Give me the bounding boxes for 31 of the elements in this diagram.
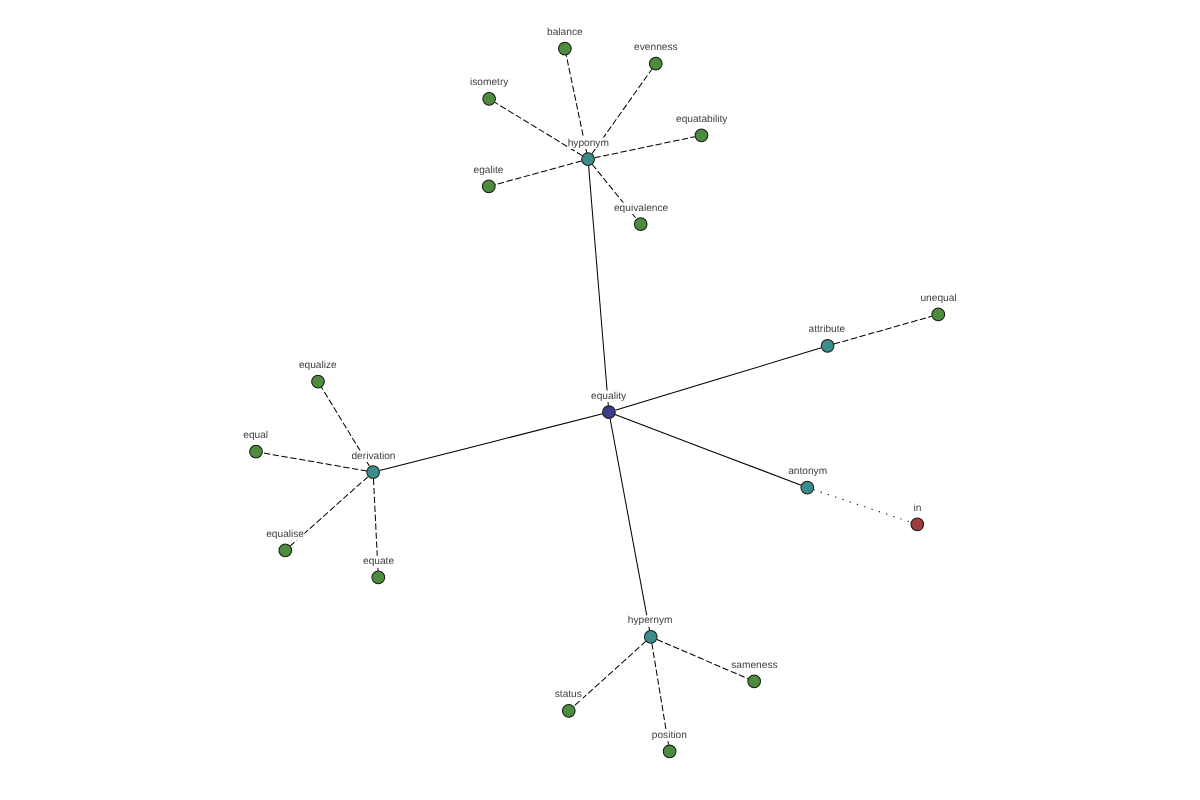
connector bbox=[573, 640, 647, 708]
connector bbox=[261, 452, 368, 472]
node-circle bbox=[482, 91, 496, 106]
node-circle bbox=[694, 128, 709, 143]
node-circle bbox=[800, 480, 815, 495]
connector bbox=[565, 54, 588, 154]
node-circle bbox=[249, 444, 263, 459]
connector bbox=[588, 165, 609, 406]
connector bbox=[813, 489, 912, 523]
node-circle bbox=[311, 374, 325, 389]
connector bbox=[656, 638, 749, 680]
node-circle bbox=[910, 517, 925, 532]
node-circle bbox=[481, 179, 496, 194]
connector bbox=[651, 642, 669, 746]
node-circle bbox=[648, 56, 663, 71]
connector bbox=[609, 418, 651, 631]
connector bbox=[591, 68, 653, 154]
node-circle bbox=[558, 41, 572, 56]
connector bbox=[379, 413, 604, 471]
node-circle bbox=[931, 307, 946, 322]
connector bbox=[320, 386, 371, 467]
connector bbox=[614, 414, 802, 486]
connector bbox=[289, 476, 369, 547]
connector bbox=[591, 163, 637, 220]
connector bbox=[833, 315, 933, 345]
node-circle bbox=[820, 339, 835, 353]
connector bbox=[593, 136, 696, 159]
connector bbox=[494, 101, 583, 157]
connector bbox=[372, 478, 379, 572]
connector bbox=[494, 160, 583, 186]
connector bbox=[614, 347, 822, 411]
